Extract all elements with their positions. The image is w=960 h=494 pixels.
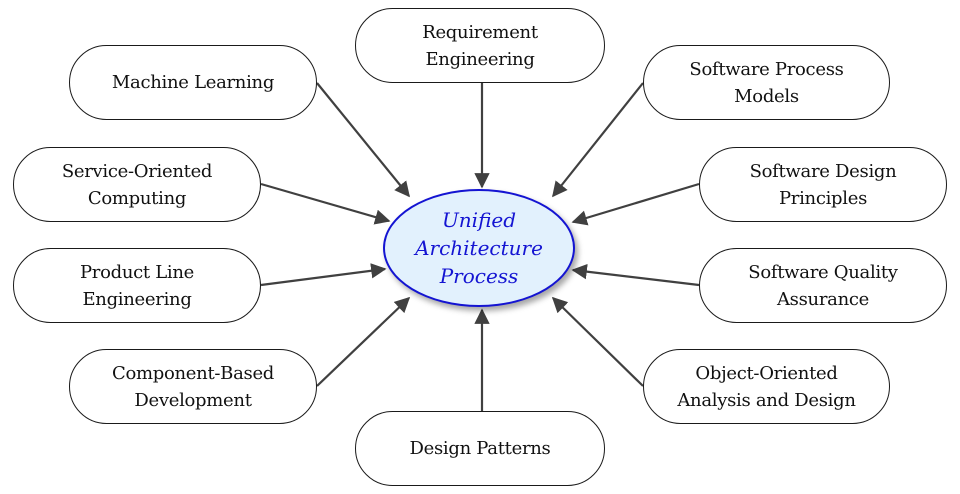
node-software-quality-assurance[interactable]: Software Quality Assurance — [699, 248, 947, 323]
node-software-process-models[interactable]: Software Process Models — [643, 45, 890, 120]
node-label: Product Line Engineering — [79, 261, 195, 310]
node-design-patterns[interactable]: Design Patterns — [355, 411, 605, 486]
arrow-product-line-engineering-to-center — [260, 263, 387, 287]
central-node-label: Unified Architecture Process — [415, 208, 543, 288]
node-label: Software Quality Assurance — [748, 261, 898, 310]
node-object-oriented-analysis-and-design[interactable]: Object-Oriented Analysis and Design — [643, 349, 890, 424]
node-label: Machine Learning — [111, 72, 275, 93]
node-component-based-development[interactable]: Component-Based Development — [69, 349, 317, 424]
arrow-object-oriented-analysis-and-design-to-center — [551, 296, 644, 387]
node-label: Requirement Engineering — [422, 21, 538, 70]
node-label: Design Patterns — [409, 438, 551, 459]
arrow-software-design-principles-to-center — [571, 182, 700, 226]
node-machine-learning[interactable]: Machine Learning — [69, 45, 317, 120]
node-requirement-engineering[interactable]: Requirement Engineering — [355, 8, 605, 83]
arrow-machine-learning-to-center — [316, 82, 410, 198]
arrow-component-based-development-to-center — [316, 296, 411, 387]
node-label: Software Process Models — [689, 58, 844, 107]
node-software-design-principles[interactable]: Software Design Principles — [699, 147, 947, 222]
central-node-unified-architecture-process[interactable]: Unified Architecture Process — [383, 189, 575, 307]
arrow-software-process-models-to-center — [552, 82, 644, 198]
arrow-software-quality-assurance-to-center — [571, 263, 700, 287]
arrow-service-oriented-computing-to-center — [260, 182, 391, 225]
node-service-oriented-computing[interactable]: Service-Oriented Computing — [13, 147, 261, 222]
node-label: Component-Based Development — [111, 362, 275, 411]
node-label: Object-Oriented Analysis and Design — [677, 362, 856, 411]
node-label: Service-Oriented Computing — [61, 160, 213, 209]
node-label: Software Design Principles — [749, 160, 897, 209]
node-product-line-engineering[interactable]: Product Line Engineering — [13, 248, 261, 323]
